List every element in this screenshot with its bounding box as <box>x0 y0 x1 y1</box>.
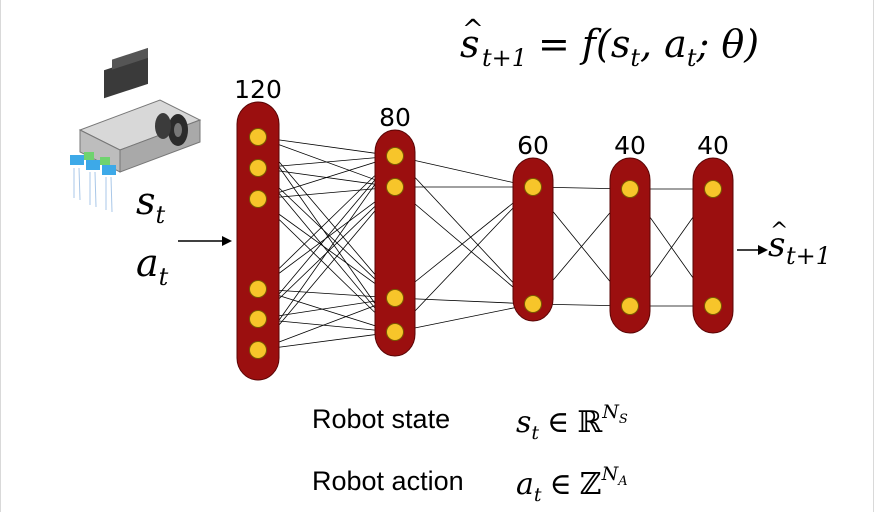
edge-l0-n3-to-n0 <box>257 155 396 290</box>
equation-rhs-open: = f( <box>538 22 612 66</box>
edge-l1-n0-to-n0 <box>394 155 534 188</box>
equation-rhs-a-sub: t <box>687 44 697 72</box>
legend-state-label: Robot state <box>312 404 451 434</box>
layer-2: 60 <box>512 131 554 322</box>
layer-4: 40 <box>692 131 734 334</box>
edge-l0-n0-to-n2 <box>257 136 396 299</box>
layer-1-node-2 <box>386 289 404 307</box>
layer-1-node-1 <box>386 178 404 196</box>
layer-2-size-label: 60 <box>517 131 549 160</box>
left-border <box>0 0 1 512</box>
edge-l0-n4-to-n2 <box>257 297 396 320</box>
input-action-symbol: a <box>136 241 159 285</box>
layer-0-body <box>236 101 280 381</box>
equation-lhs-subscript: t+1 <box>482 44 527 72</box>
layer-0-node-1 <box>249 159 267 177</box>
equation-rhs-comma: , <box>640 22 664 66</box>
equation-lhs-symbol: s <box>460 22 480 66</box>
layer-1-node-3 <box>386 323 404 341</box>
equation-rhs-close: ; θ) <box>695 22 759 66</box>
edge-l0-n5-to-n2 <box>257 297 396 351</box>
legend-action-label: Robot action <box>312 466 464 496</box>
layer-4-node-1 <box>704 297 722 315</box>
edge-l1-n1-to-n1 <box>394 186 534 305</box>
layer-1: 80 <box>374 103 416 357</box>
layer-4-size-label: 40 <box>697 131 729 160</box>
edge-l1-n2-to-n0 <box>394 186 534 299</box>
edge-l0-n4-to-n3 <box>257 318 396 333</box>
svg-text:at: at <box>136 241 169 291</box>
input-action-subscript: t <box>159 263 169 291</box>
layer-0-node-4 <box>249 310 267 328</box>
svg-text:s: s <box>460 22 480 66</box>
input-state-symbol: s <box>136 179 156 223</box>
edge-l1-n0-to-n1 <box>394 155 534 305</box>
layer-0-size-label: 120 <box>234 75 282 104</box>
edge-l0-n1-to-n0 <box>257 155 396 169</box>
output-label-group: s ^ t+1 <box>737 219 831 270</box>
layer-2-node-1 <box>524 295 542 313</box>
edge-l0-n0-to-n3 <box>257 136 396 333</box>
layer-1-size-label: 80 <box>379 103 411 132</box>
output-symbol: s <box>768 225 785 265</box>
edge-l0-n0-to-n0 <box>257 136 396 157</box>
edge-l0-n3-to-n2 <box>257 288 396 299</box>
network-layers: 120 80 60 40 40 <box>234 75 734 381</box>
edge-l1-n2-to-n1 <box>394 297 534 305</box>
output-hat-mark: ^ <box>770 219 788 244</box>
layer-0-node-2 <box>249 190 267 208</box>
edge-l0-n3-to-n3 <box>257 288 396 333</box>
layer-2-node-0 <box>524 178 542 196</box>
input-arrow-head <box>222 236 232 246</box>
layer-1-body <box>374 129 416 357</box>
edge-l0-n2-to-n2 <box>257 198 396 299</box>
output-subscript: t+1 <box>786 242 831 270</box>
svg-text:= f(st, at; θ): = f(st, at; θ) <box>538 22 759 72</box>
edge-l0-n5-to-n1 <box>257 186 396 351</box>
svg-text:st: st <box>136 179 166 229</box>
edge-l0-n2-to-n3 <box>257 198 396 333</box>
layer-3: 40 <box>609 131 651 334</box>
layer-4-body <box>692 157 734 334</box>
layer-0: 120 <box>234 75 282 381</box>
edge-l0-n5-to-n3 <box>257 331 396 351</box>
layer-2-body <box>512 157 554 322</box>
robot-icon <box>70 47 202 213</box>
equation-rhs-a: a <box>664 22 687 66</box>
equation-rhs-s-sub: t <box>630 44 640 72</box>
layer-3-size-label: 40 <box>614 131 646 160</box>
layer-4-node-0 <box>704 180 722 198</box>
edge-l0-n4-to-n0 <box>257 155 396 320</box>
input-state-subscript: t <box>156 201 166 229</box>
layer-3-node-1 <box>621 297 639 315</box>
output-arrow-head <box>758 245 768 255</box>
edge-l0-n1-to-n2 <box>257 167 396 299</box>
input-labels: st at <box>136 179 232 291</box>
edge-l0-n2-to-n0 <box>257 155 396 200</box>
layer-0-node-5 <box>249 341 267 359</box>
edge-l1-n3-to-n0 <box>394 186 534 333</box>
robot-sensors <box>70 152 116 213</box>
edge-l0-n1-to-n3 <box>257 167 396 333</box>
layer-0-node-0 <box>249 128 267 146</box>
layer-0-node-3 <box>249 280 267 298</box>
equation-hat-mark: ^ <box>462 15 484 45</box>
layer-3-node-0 <box>621 180 639 198</box>
edge-l1-n3-to-n1 <box>394 303 534 333</box>
equation-rhs-s: s <box>611 22 631 66</box>
layer-3-body <box>609 157 651 334</box>
model-equation: s ^ t+1 = f(st, at; θ) <box>460 15 759 72</box>
edge-l0-n5-to-n0 <box>257 155 396 351</box>
layer-1-node-0 <box>386 147 404 165</box>
